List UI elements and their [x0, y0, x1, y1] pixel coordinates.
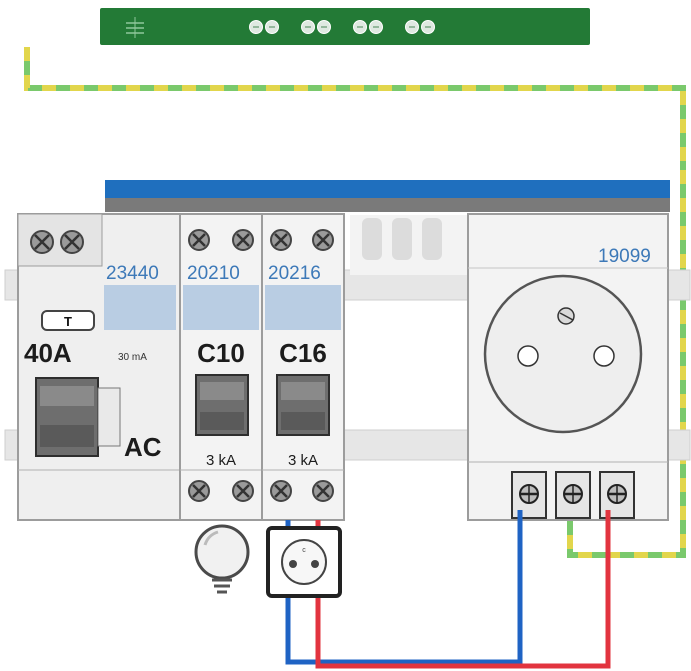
rcd-rating: 40A: [24, 338, 72, 368]
rcd-label-window: [104, 285, 176, 330]
comb-bar-background: [100, 8, 590, 45]
comb-terminals: [249, 20, 435, 34]
comb-terminal-dot-icon: [369, 20, 383, 34]
earth-wire-socket: [567, 170, 686, 558]
socket-module[interactable]: 19099: [467, 213, 669, 521]
breaker-module-c16[interactable]: 20216 C16 3 kA: [261, 213, 345, 521]
socket-outlet-mark: c: [302, 547, 306, 554]
bus-bar-shadow: [105, 198, 670, 212]
terminal-screw-icon[interactable]: [270, 480, 292, 502]
socket-terminal-block[interactable]: [511, 471, 547, 519]
rcd-terminal-screw-icon[interactable]: [30, 230, 54, 254]
comb-terminal-dot-icon: [249, 20, 263, 34]
rcd-terminal-screw-icon[interactable]: [60, 230, 84, 254]
rcd-module[interactable]: 23440 T 40A 30 mA AC: [17, 213, 181, 521]
rcd-reference: 23440: [106, 263, 159, 284]
breaker-module-c10[interactable]: 20210 C10 3 kA: [179, 213, 263, 521]
wire-red: [315, 510, 611, 669]
breaker-rating: C10: [197, 338, 245, 368]
comb-terminal-dot-icon: [317, 20, 331, 34]
rcd-test-label: T: [64, 314, 72, 329]
socket-face-icon[interactable]: [483, 274, 643, 434]
terminal-screw-icon[interactable]: [188, 480, 210, 502]
comb-menu-icon[interactable]: [126, 17, 144, 38]
rcd-class: AC: [124, 432, 162, 462]
comb-terminal-dot-icon: [265, 20, 279, 34]
comb-terminal-dot-icon: [353, 20, 367, 34]
rcd-sensitivity: 30 mA: [118, 352, 147, 363]
comb-terminal-dot-icon: [405, 20, 419, 34]
socket-module-reference: 19099: [598, 246, 651, 267]
socket-module-terminals[interactable]: [511, 471, 635, 519]
terminal-screw-icon[interactable]: [270, 229, 292, 251]
terminal-screw-icon[interactable]: [188, 229, 210, 251]
breaker-reference: 20216: [268, 263, 321, 284]
breaker-reference: 20210: [187, 263, 240, 284]
rcd-toggle-lever[interactable]: [35, 377, 121, 457]
bus-bar: [105, 180, 670, 198]
terminal-screw-icon[interactable]: [232, 229, 254, 251]
breaker-toggle-lever[interactable]: [276, 374, 330, 436]
rcd-test-button[interactable]: [41, 310, 95, 331]
earth-wire-top: [24, 47, 686, 170]
breaker-label-window: [265, 285, 341, 330]
socket-terminal-block[interactable]: [555, 471, 591, 519]
breaker-toggle-lever[interactable]: [195, 374, 249, 436]
breaker-label-window: [183, 285, 259, 330]
socket-terminal-block[interactable]: [599, 471, 635, 519]
terminal-screw-icon[interactable]: [232, 480, 254, 502]
top-comb-bar[interactable]: [100, 8, 590, 45]
comb-terminal-dot-icon: [301, 20, 315, 34]
breaker-capacity: 3 kA: [288, 452, 318, 469]
breaker-rating: C16: [279, 338, 327, 368]
light-bulb-icon[interactable]: [194, 524, 250, 594]
breaker-capacity: 3 kA: [206, 452, 236, 469]
terminal-screw-icon[interactable]: [312, 480, 334, 502]
breaker-terminal-screws: [188, 229, 334, 502]
terminal-screw-icon[interactable]: [312, 229, 334, 251]
socket-outlet-icon[interactable]: c: [266, 526, 342, 598]
comb-terminal-dot-icon: [421, 20, 435, 34]
